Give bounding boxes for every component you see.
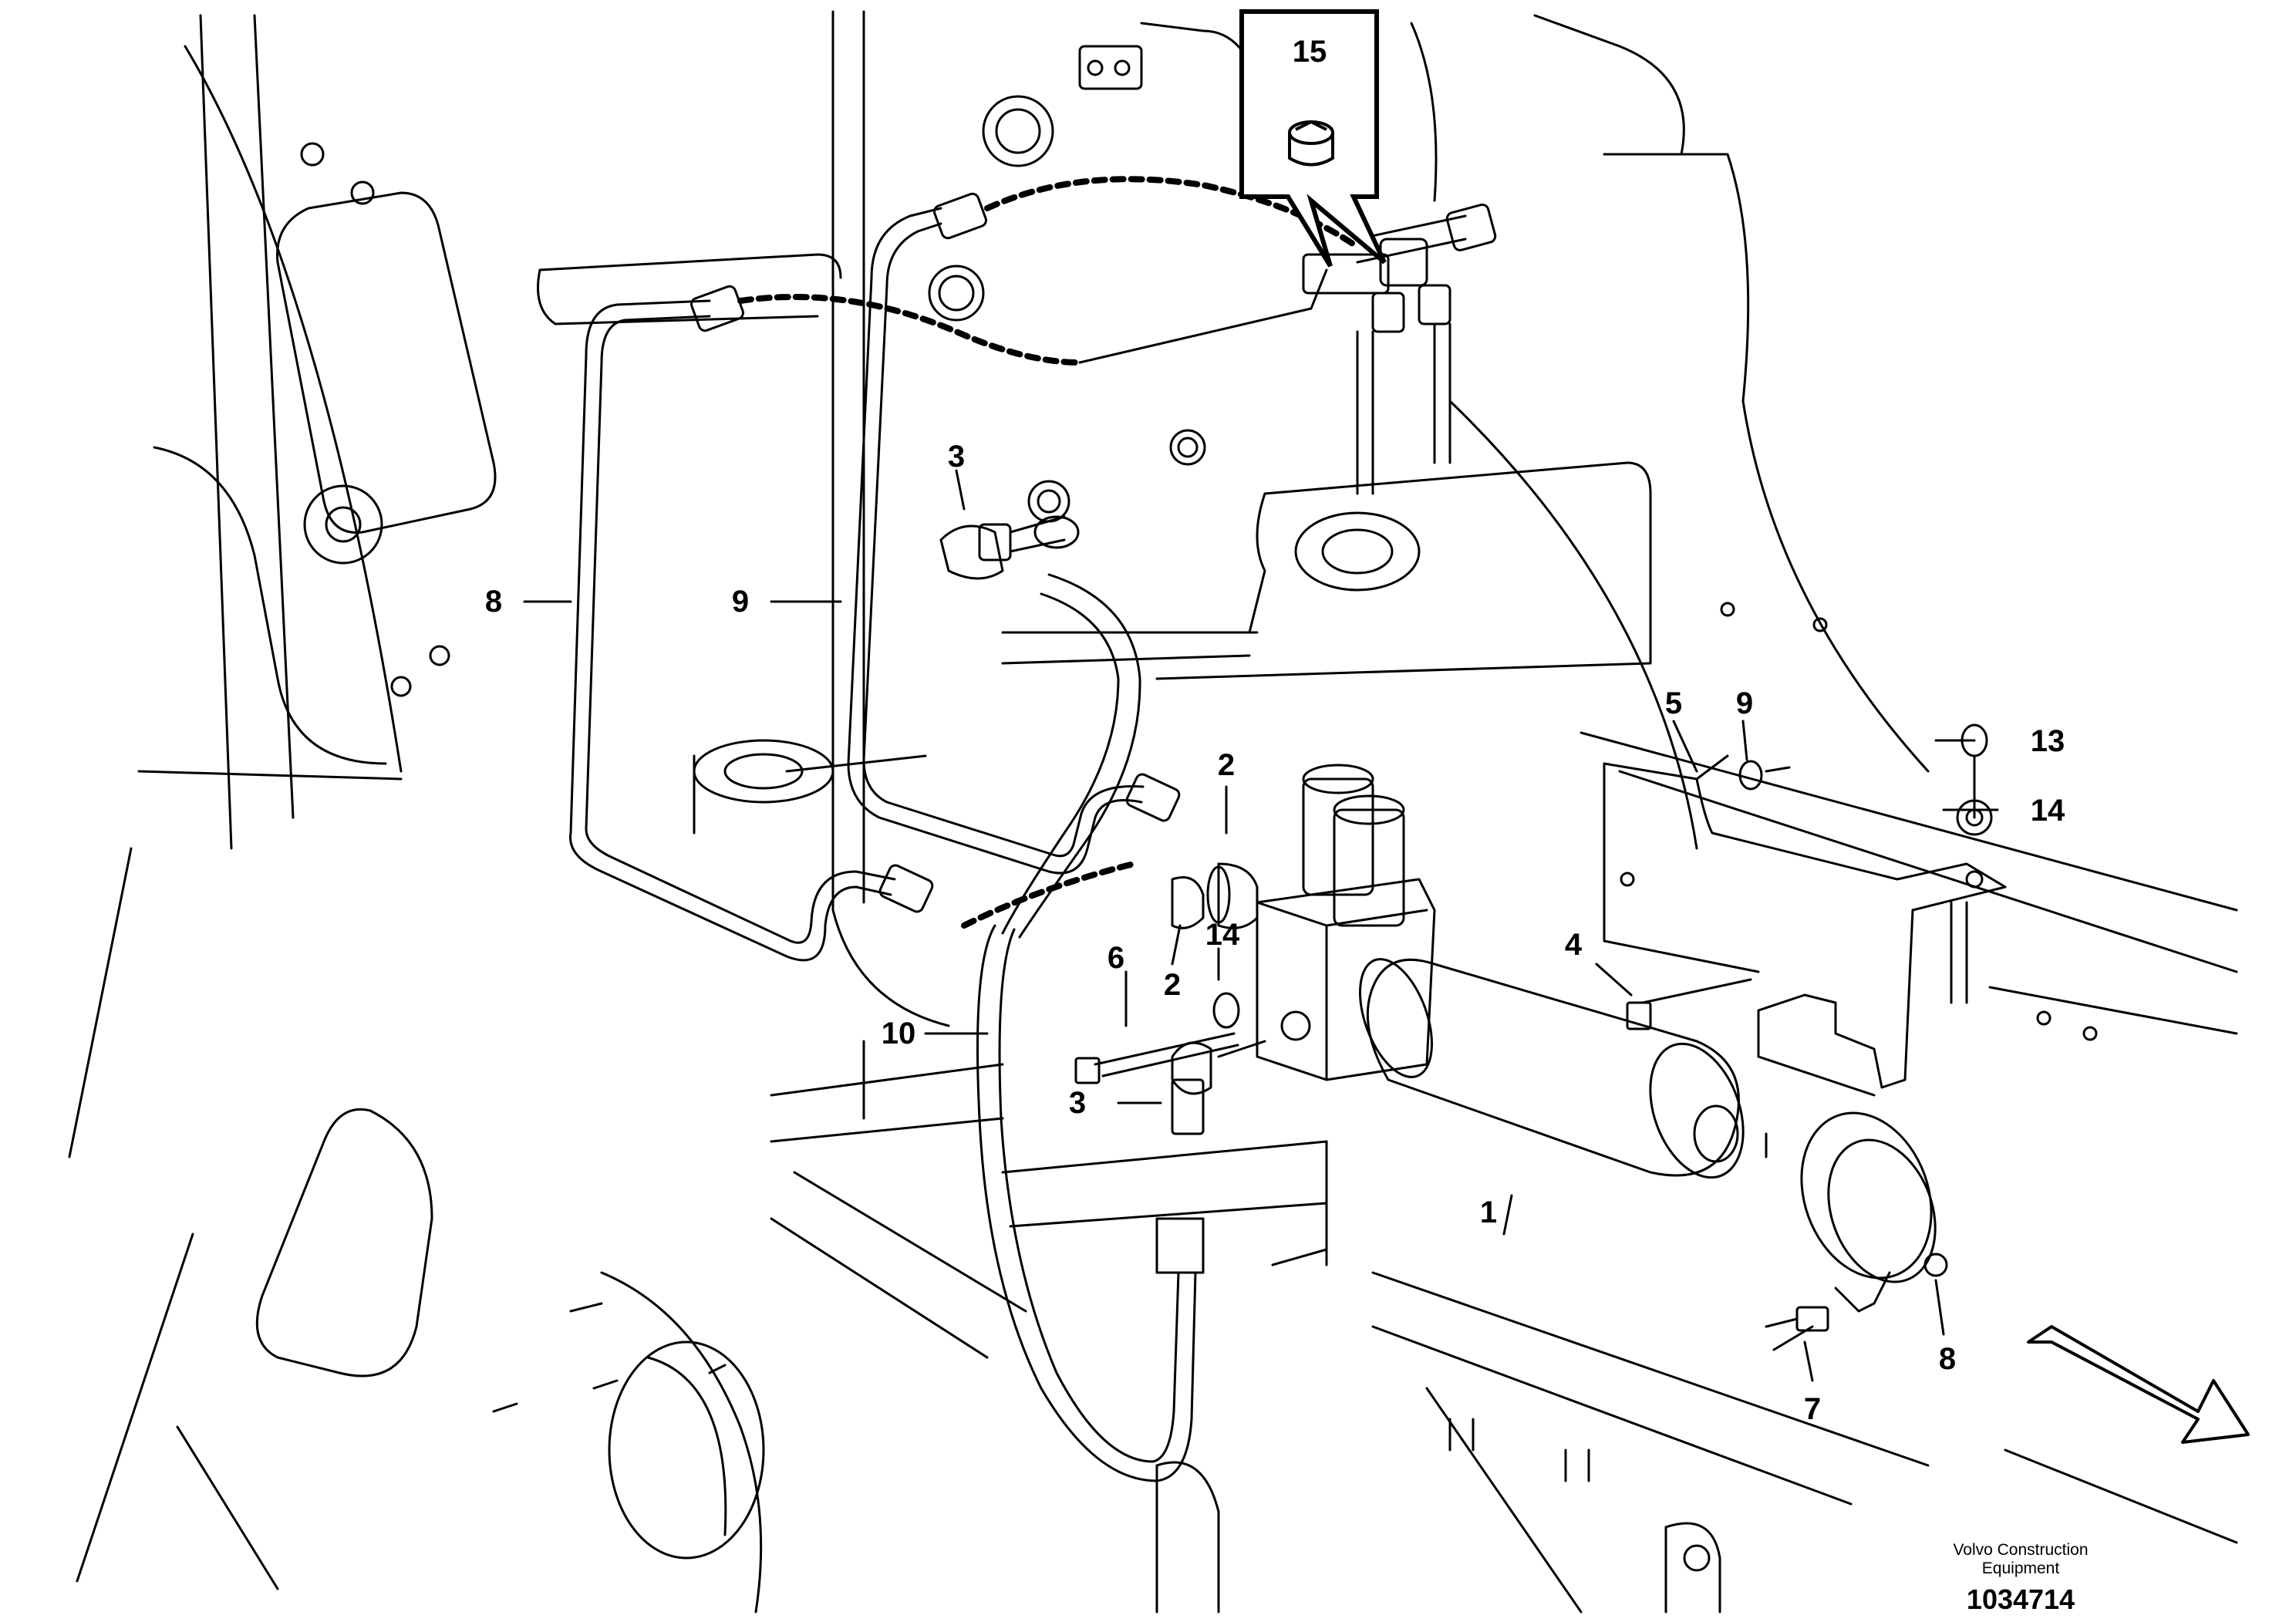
tee-fitting [1302,203,1497,495]
tube-10 [569,299,896,962]
hose-12 [976,924,1197,1482]
filter-1 [1256,764,1745,1179]
document-number: 1034714 [1966,1583,2075,1615]
tube-fittings [690,192,1181,913]
callout-11: 9 [732,585,749,619]
callout-3-lower: 3 [1069,1086,1086,1120]
callout-15: 15 [1293,35,1327,69]
callout-13: 13 [2031,724,2065,758]
brand-line-1: Volvo Construction [1953,1541,2089,1559]
leader-lines [523,469,1999,1382]
callout-3-upper: 3 [948,440,965,474]
callout-8: 8 [1939,1342,1956,1376]
thin-connector-line [1078,307,1313,364]
callout-4: 4 [1565,928,1583,962]
callout-14-lower: 14 [1205,918,1240,952]
bracket-5 [1603,754,2007,1097]
callout-9: 9 [1736,686,1753,720]
callout-1: 1 [1480,1195,1497,1229]
callout-2-upper: 2 [1218,748,1235,782]
clamp [1765,1111,1948,1332]
detail-inset-15 [1239,9,1387,268]
central-frame [537,10,2238,1614]
callout-14-upper: 14 [2031,794,2065,828]
callout-5: 5 [1665,686,1682,720]
diagram-caption: Volvo Construction Equipment 1034714 [1882,1541,2159,1617]
brand-line-2: Equipment [1981,1560,2060,1577]
callout-10: 8 [485,585,502,619]
tube-11 [847,207,1145,875]
fitting-3-upper [939,515,1080,580]
forward-direction-arrow-icon [2027,1325,2250,1444]
hose-upper [1001,573,1141,939]
callout-6: 6 [1108,941,1124,975]
callout-7: 7 [1804,1392,1821,1426]
callout-2-lower: 2 [1164,968,1181,1002]
cap-nut-detail-icon [1288,120,1334,167]
frame-outline [68,14,765,1614]
callout-12: 10 [882,1017,916,1050]
